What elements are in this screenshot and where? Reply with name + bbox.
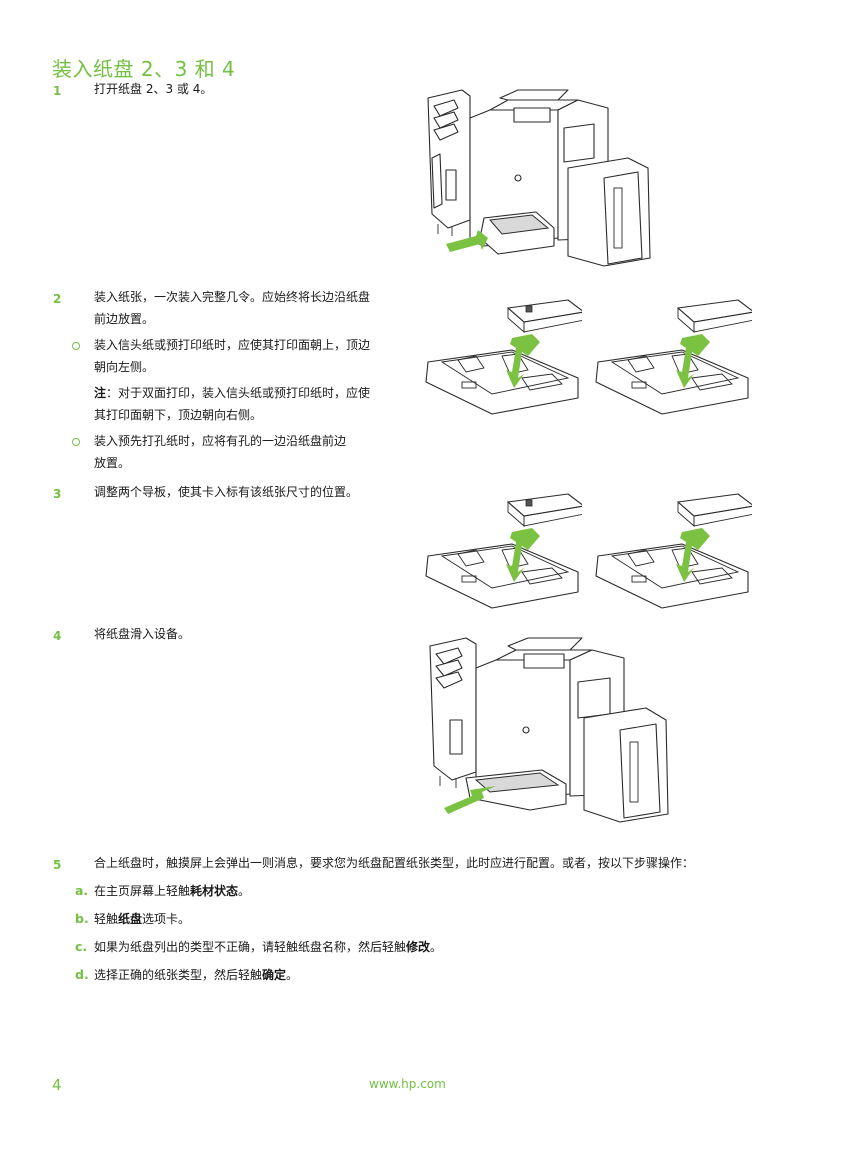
bullet-icon [72,342,80,350]
step-text: 将纸盘滑入设备。 [94,627,191,641]
substep-letter: d. [75,967,89,982]
note-body: ：对于双面打印，装入信头纸或预打印纸时，应使 [106,386,371,400]
page-number: 4 [52,1076,62,1094]
step-number: 2 [53,292,62,306]
bullet-text: 装入信头纸或预打印纸时，应使其打印面朝上，顶边 [94,338,371,352]
step-number: 1 [53,84,62,98]
arrow-out-icon [446,230,488,252]
step-number: 3 [53,487,62,501]
substep-letter: c. [75,939,88,954]
substep-letter: a. [75,883,89,898]
step-number: 4 [53,629,62,643]
bullet-text: 朝向左侧。 [94,360,155,374]
page-title: 装入纸盘 2、3 和 4 [52,57,236,81]
tray-load-illustration-left [425,299,582,415]
tray-guides-illustration-left [425,493,582,609]
note-text: 其打印面朝下，顶边朝向右侧。 [94,408,263,422]
substep-text: 轻触纸盘选项卡。 [94,912,191,926]
bullet-text: 装入预先打孔纸时，应将有孔的一边沿纸盘前边 [94,434,347,448]
printer-open-tray-illustration [427,89,651,267]
bullet-icon [72,438,80,446]
tray-load-illustration-right [595,299,752,415]
footer-link[interactable]: www.hp.com [369,1077,446,1091]
arrow-down-icon [506,334,540,388]
note-text: 注：对于双面打印，装入信头纸或预打印纸时，应使 [94,382,370,404]
substep-text: 在主页屏幕上轻触耗材状态。 [94,884,251,898]
arrow-down-icon [676,528,710,582]
step-text: 装入纸张，一次装入完整几令。应始终将长边沿纸盘 [94,290,371,304]
arrow-down-icon [506,528,540,582]
note-label: 注 [94,386,107,400]
step-text: 合上纸盘时，触摸屏上会弹出一则消息，要求您为纸盘配置纸张类型，此时应进行配置。或… [94,856,695,870]
step-text: 调整两个导板，使其卡入标有该纸张尺寸的位置。 [94,485,359,499]
substep-text: 如果为纸盘列出的类型不正确，请轻触纸盘名称，然后轻触修改。 [94,940,443,954]
step-number: 5 [53,858,62,872]
tray-guides-illustration-right [595,493,752,609]
arrow-down-icon [676,334,710,388]
step-text: 打开纸盘 2、3 或 4。 [94,82,213,96]
substep-text: 选择正确的纸张类型，然后轻触确定。 [94,968,299,982]
bullet-text: 放置。 [94,456,131,470]
substep-letter: b. [75,911,89,926]
arrow-in-icon [444,786,496,814]
printer-close-tray-illustration [429,637,669,823]
step-text: 前边放置。 [94,312,155,326]
